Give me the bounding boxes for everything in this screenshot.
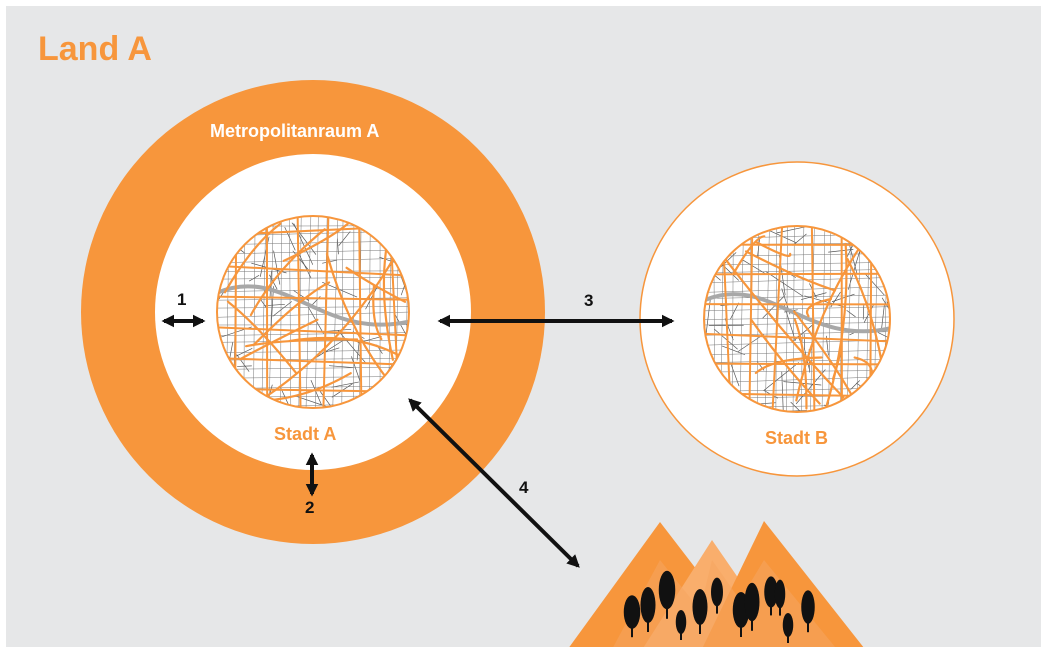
page-title: Land A bbox=[38, 30, 152, 68]
metropolitan-label: Metropolitanraum A bbox=[210, 121, 380, 141]
city-a-label: Stadt A bbox=[274, 424, 337, 444]
arrow-2-label: 2 bbox=[305, 498, 315, 517]
arrow-4 bbox=[408, 398, 580, 568]
city-b-label: Stadt B bbox=[765, 428, 828, 448]
arrow-4-label: 4 bbox=[519, 478, 529, 497]
trees-icon bbox=[623, 570, 815, 643]
arrow-3-label: 3 bbox=[584, 291, 594, 310]
arrow-1-label: 1 bbox=[177, 290, 187, 309]
rural-area-mountains bbox=[569, 521, 864, 647]
